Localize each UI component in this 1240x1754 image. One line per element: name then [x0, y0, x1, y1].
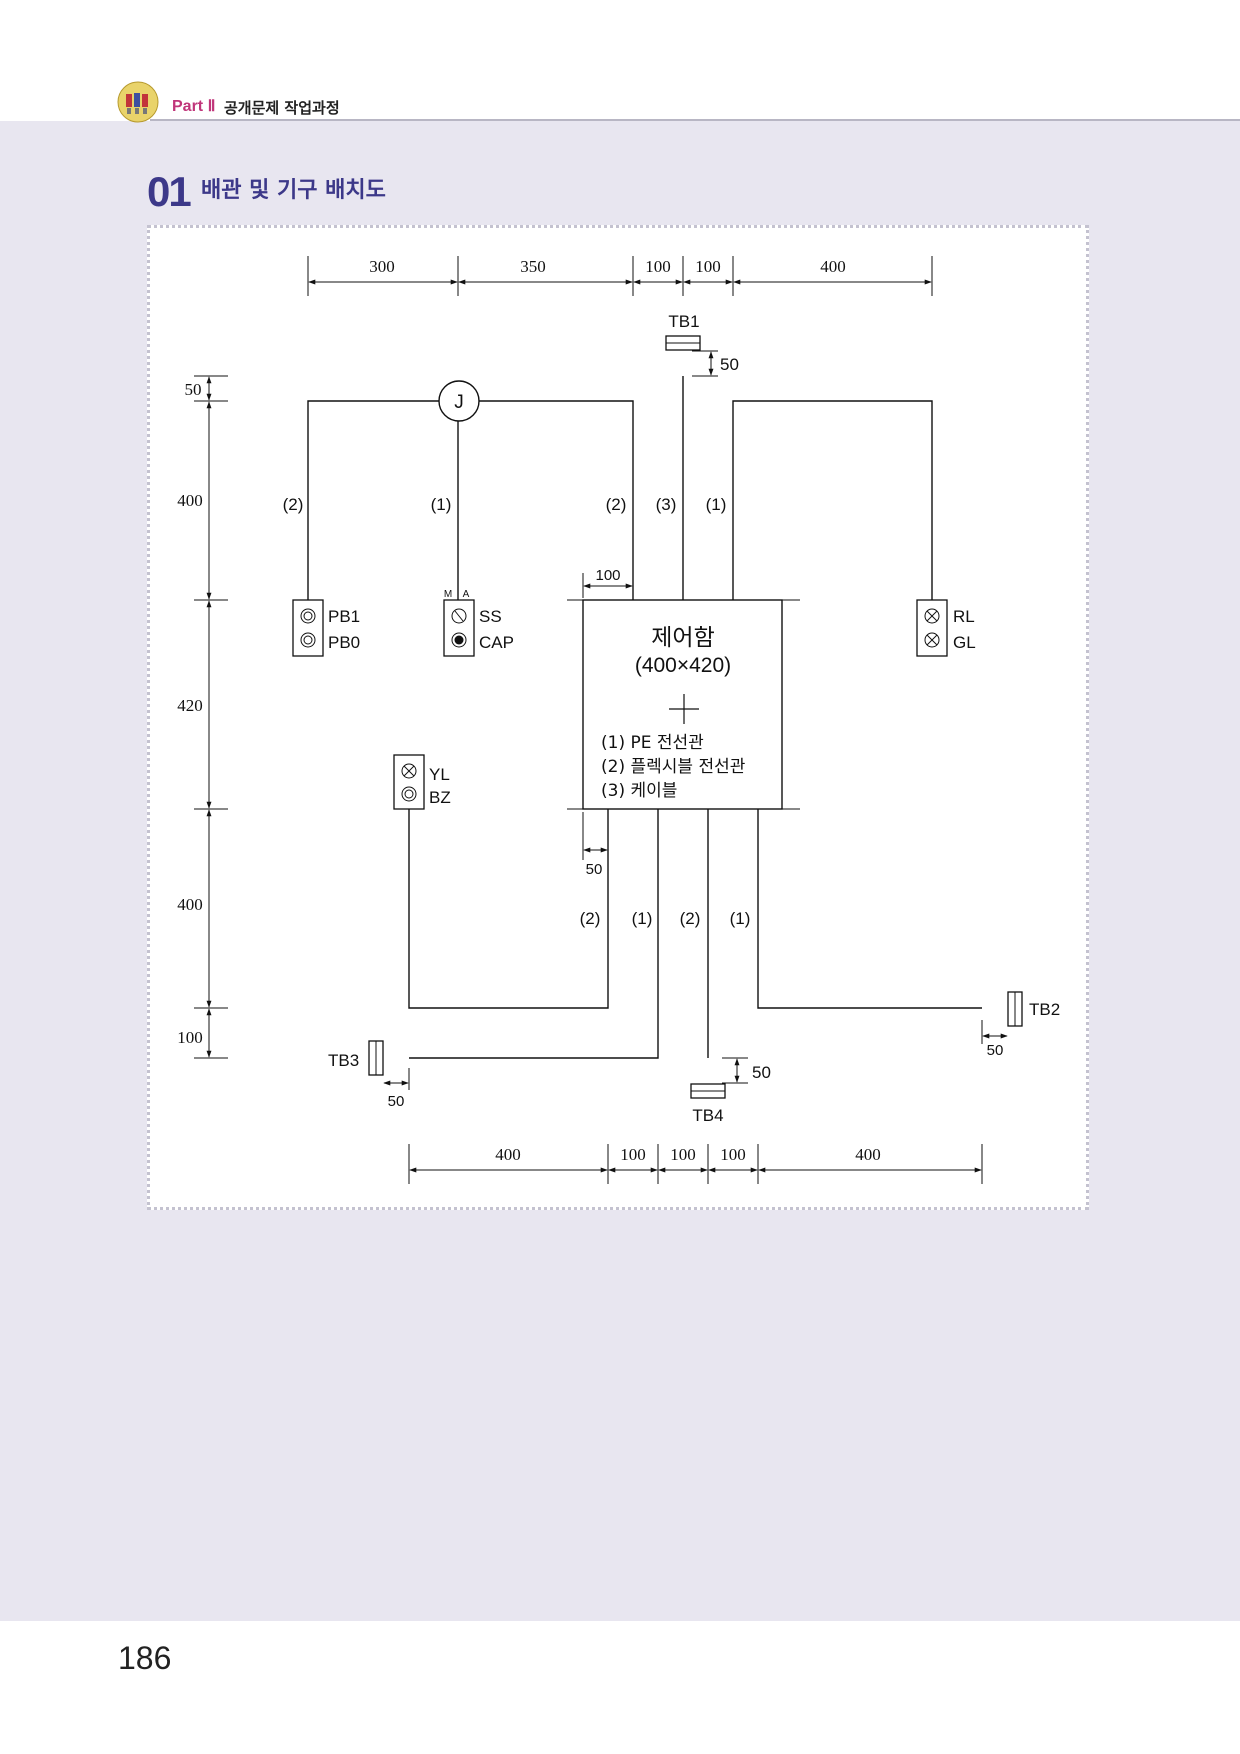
pipe-label-lower-4: (1) — [730, 909, 751, 928]
yl-label: YL — [429, 765, 450, 784]
pipe-label-lower-1: (2) — [580, 909, 601, 928]
ss-switch-box — [443, 599, 475, 657]
part-title: 공개문제 작업과정 — [224, 99, 340, 117]
pipe-label-upper-4: (3) — [656, 495, 677, 514]
pb1-label: PB1 — [328, 607, 360, 626]
pipe-label-upper-5: (1) — [706, 495, 727, 514]
bottom-dimension-chain — [408, 1144, 983, 1184]
rl-label: RL — [953, 607, 975, 626]
pipe-label-lower-2: (1) — [632, 909, 653, 928]
tb4-terminal — [690, 1057, 748, 1099]
upper-pipes — [307, 376, 933, 600]
left-dim-400-b: 400 — [177, 895, 203, 914]
bottom-dim-400-b: 400 — [855, 1145, 881, 1164]
junction-label: J — [454, 392, 464, 413]
section-title: 배관 및 기구 배치도 — [201, 178, 386, 203]
ss-mark-a: A — [463, 589, 470, 600]
legend-pe-conduit: (1) PE 전선관 — [601, 733, 704, 753]
left-dim-50: 50 — [185, 380, 202, 399]
tb2-terminal — [981, 991, 1023, 1044]
gl-label: GL — [953, 633, 976, 652]
top-dim-400: 400 — [820, 257, 846, 276]
tb2-dim: 50 — [987, 1042, 1004, 1059]
yl-bz-box — [393, 754, 425, 810]
top-dimension-chain — [307, 256, 933, 296]
left-dimension-chain — [194, 375, 228, 1059]
control-box-size: (400×420) — [635, 654, 731, 677]
bottom-dim-100-a: 100 — [620, 1145, 646, 1164]
tb3-label: TB3 — [328, 1051, 359, 1070]
ss-mark-m: M — [444, 589, 452, 600]
top-dim-100-a: 100 — [645, 257, 671, 276]
control-box-title: 제어함 — [651, 625, 714, 651]
bz-label: BZ — [429, 788, 451, 807]
pipe-label-upper-2: (1) — [431, 495, 452, 514]
tb1-dim: 50 — [720, 355, 739, 374]
bottom-dim-100-c: 100 — [720, 1145, 746, 1164]
tb2-label: TB2 — [1029, 1000, 1060, 1019]
part-logo-icon — [117, 81, 159, 123]
pipe-label-lower-3: (2) — [680, 909, 701, 928]
pb0-label: PB0 — [328, 633, 360, 652]
pipe-label-upper-1: (2) — [283, 495, 304, 514]
page-number: 186 — [118, 1640, 172, 1676]
bottom-dim-400-a: 400 — [495, 1145, 521, 1164]
control-box-bottom-offset-dim — [582, 812, 608, 860]
control-box-bottom-offset-label: 50 — [586, 861, 603, 878]
junction-box: J — [438, 380, 480, 422]
section-number: 01 — [147, 168, 192, 215]
top-dim-300: 300 — [369, 257, 395, 276]
lower-pipes — [408, 809, 982, 1059]
header-rule — [150, 119, 1240, 121]
top-dim-100-b: 100 — [695, 257, 721, 276]
pb-switch-box — [292, 599, 324, 657]
tb1-label: TB1 — [668, 312, 699, 331]
tb3-terminal — [368, 1040, 410, 1090]
left-dim-100: 100 — [177, 1028, 203, 1047]
legend-flexible-conduit: (2) 플렉시블 전선관 — [601, 757, 745, 777]
top-dim-350: 350 — [520, 257, 546, 276]
rl-gl-lamp-box — [916, 599, 948, 657]
cap-label: CAP — [479, 633, 514, 652]
left-dim-420: 420 — [177, 696, 203, 715]
left-dim-400-a: 400 — [177, 491, 203, 510]
tb1-terminal — [665, 335, 718, 377]
pipe-label-upper-3: (2) — [606, 495, 627, 514]
legend-cable: (3) 케이블 — [601, 781, 677, 801]
tb4-label: TB4 — [692, 1106, 723, 1125]
tb3-dim: 50 — [388, 1093, 405, 1110]
control-box-top-offset-dim — [582, 573, 633, 598]
control-box-top-offset-label: 100 — [595, 567, 620, 584]
control-box — [567, 599, 800, 810]
bottom-dim-100-b: 100 — [670, 1145, 696, 1164]
ss-label: SS — [479, 607, 502, 626]
tb4-dim: 50 — [752, 1063, 771, 1082]
part-label: Part Ⅱ — [172, 98, 216, 115]
